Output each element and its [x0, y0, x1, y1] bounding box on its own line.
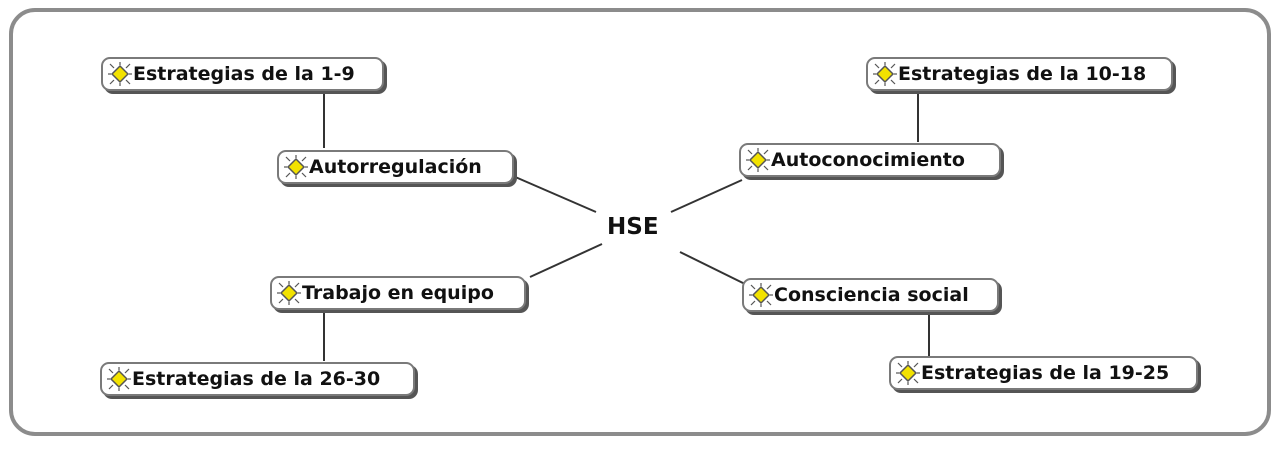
node-consciencia-social[interactable]: Consciencia social — [742, 278, 999, 312]
link-hse-trabajo — [529, 243, 603, 278]
node-estrategias-10-18[interactable]: Estrategias de la 10-18 — [866, 57, 1173, 91]
node-label: Trabajo en equipo — [302, 282, 494, 304]
node-estrategias-1-9[interactable]: Estrategias de la 1-9 — [101, 57, 384, 91]
idea-star-icon — [745, 147, 771, 173]
link-hse-autorregulacion — [512, 175, 597, 213]
node-autoconocimiento[interactable]: Autoconocimiento — [739, 143, 1001, 177]
node-label: Estrategias de la 10-18 — [898, 63, 1147, 85]
idea-star-icon — [748, 282, 774, 308]
idea-star-icon — [276, 280, 302, 306]
central-topic-hse: HSE — [607, 214, 659, 240]
node-trabajo-en-equipo[interactable]: Trabajo en equipo — [270, 276, 526, 310]
node-label: Estrategias de la 26-30 — [132, 368, 381, 390]
idea-star-icon — [283, 154, 309, 180]
node-label: Autoconocimiento — [771, 149, 965, 171]
node-label: Estrategias de la 1-9 — [133, 63, 355, 85]
link-hse-consciencia — [679, 251, 748, 286]
node-estrategias-26-30[interactable]: Estrategias de la 26-30 — [100, 362, 415, 396]
idea-star-icon — [895, 360, 921, 386]
node-label: Consciencia social — [774, 284, 969, 306]
idea-star-icon — [872, 61, 898, 87]
idea-star-icon — [106, 366, 132, 392]
node-label: Autorregulación — [309, 156, 482, 178]
node-label: Estrategias de la 19-25 — [921, 362, 1170, 384]
idea-star-icon — [107, 61, 133, 87]
node-estrategias-19-25[interactable]: Estrategias de la 19-25 — [889, 356, 1198, 390]
link-hse-autoconocimiento — [670, 179, 743, 213]
node-autorregulacion[interactable]: Autorregulación — [277, 150, 514, 184]
